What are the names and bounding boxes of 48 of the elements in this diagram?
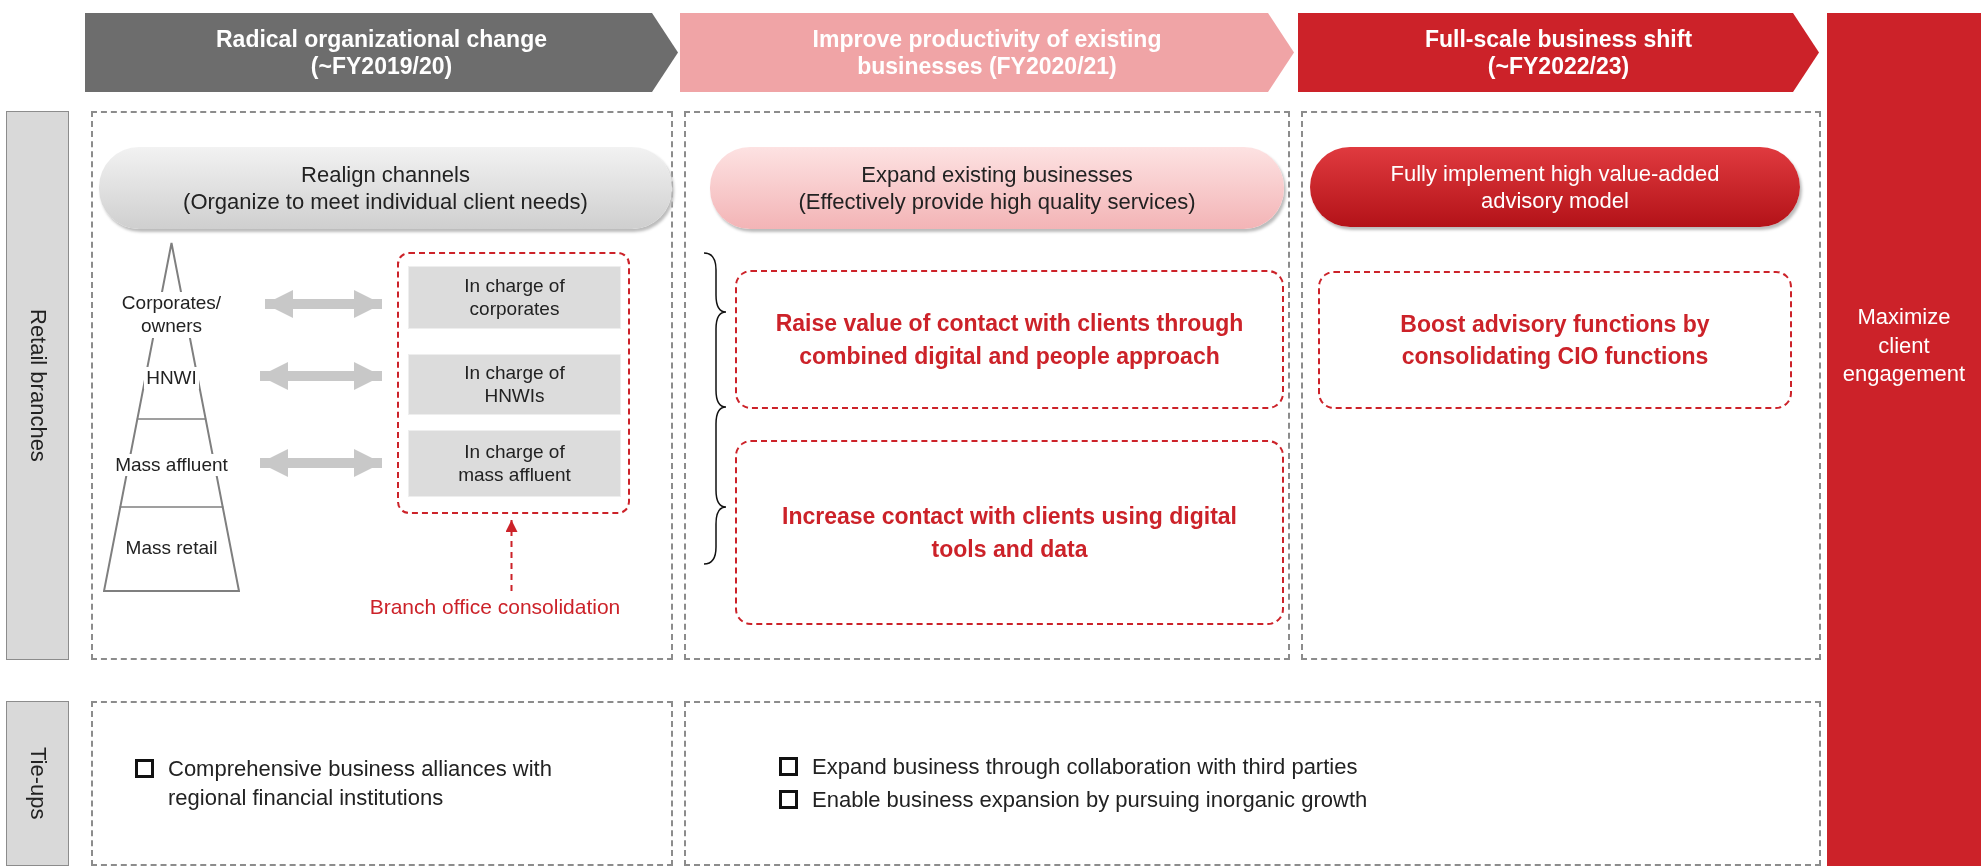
arrow (505, 519, 518, 592)
callout-text: Boost advisory functions by consolidating CIO functions (1399, 309, 1711, 371)
phase-title: Radical organizational change (~FY2019/20) (215, 26, 548, 79)
goal-banner (1827, 13, 1981, 866)
tier-label: Mass affluent (113, 453, 230, 477)
double-arrow (260, 362, 382, 390)
row-label-bar (6, 701, 69, 866)
dashed-group-frame (397, 252, 630, 514)
heading-pill (99, 147, 672, 229)
dashed-panel (684, 701, 1821, 866)
dashed-callout-box (735, 440, 1284, 625)
goal-text: Maximize client engagement (1841, 303, 1967, 389)
heading-text: (Organize to meet individual client needs) (183, 188, 588, 216)
heading-pill (1310, 147, 1800, 227)
bullet-text: Comprehensive business alliances with regional financial institutions (168, 754, 553, 812)
tier-label: HNWI (144, 366, 199, 390)
segment-box (408, 266, 621, 329)
segment-label: In charge of corporates (463, 274, 566, 321)
segment-box (408, 430, 621, 497)
annotation-text: Branch office consolidation (369, 595, 621, 619)
row-label-bar (6, 111, 69, 660)
phase-title: Full-scale business shift (~FY2022/23) (1423, 26, 1694, 79)
phase-title: Improve productivity of existing businesses (FY2020/21) (811, 26, 1163, 79)
bullet-text: Enable business expansion by pursuing inorganic growth (812, 785, 1368, 814)
row-label: Retail branches (24, 309, 51, 462)
phase-header (85, 13, 678, 92)
heading-text: (Effectively provide high quality services) (798, 188, 1196, 216)
double-arrow (260, 449, 382, 477)
double-arrow (265, 290, 382, 318)
segment-label: In charge of HNWIs (463, 361, 566, 408)
dashed-panel (1301, 111, 1821, 660)
heading-text: Fully implement high value-added advisory model (1389, 159, 1721, 215)
dashed-panel (91, 111, 673, 660)
callout-text: Increase contact with clients using digital tools and data (781, 502, 1238, 564)
dashed-panel (684, 111, 1290, 660)
phase-header (680, 13, 1294, 92)
callout-text: Raise value of contact with clients through combined digital and people approach (774, 309, 1245, 371)
segment-label: In charge of mass affluent (457, 440, 572, 487)
row-label: Tie-ups (24, 747, 51, 820)
heading-text: Realign channels (301, 160, 470, 188)
heading-pill (710, 147, 1284, 229)
dashed-callout-box (735, 270, 1284, 409)
dashed-panel (91, 701, 673, 866)
phase-header (1298, 13, 1819, 92)
heading-text: Expand existing businesses (861, 160, 1133, 188)
dashed-callout-box (1318, 271, 1792, 409)
bullet-text: Expand business through collaboration with third parties (812, 752, 1358, 781)
segment-box (408, 354, 621, 415)
